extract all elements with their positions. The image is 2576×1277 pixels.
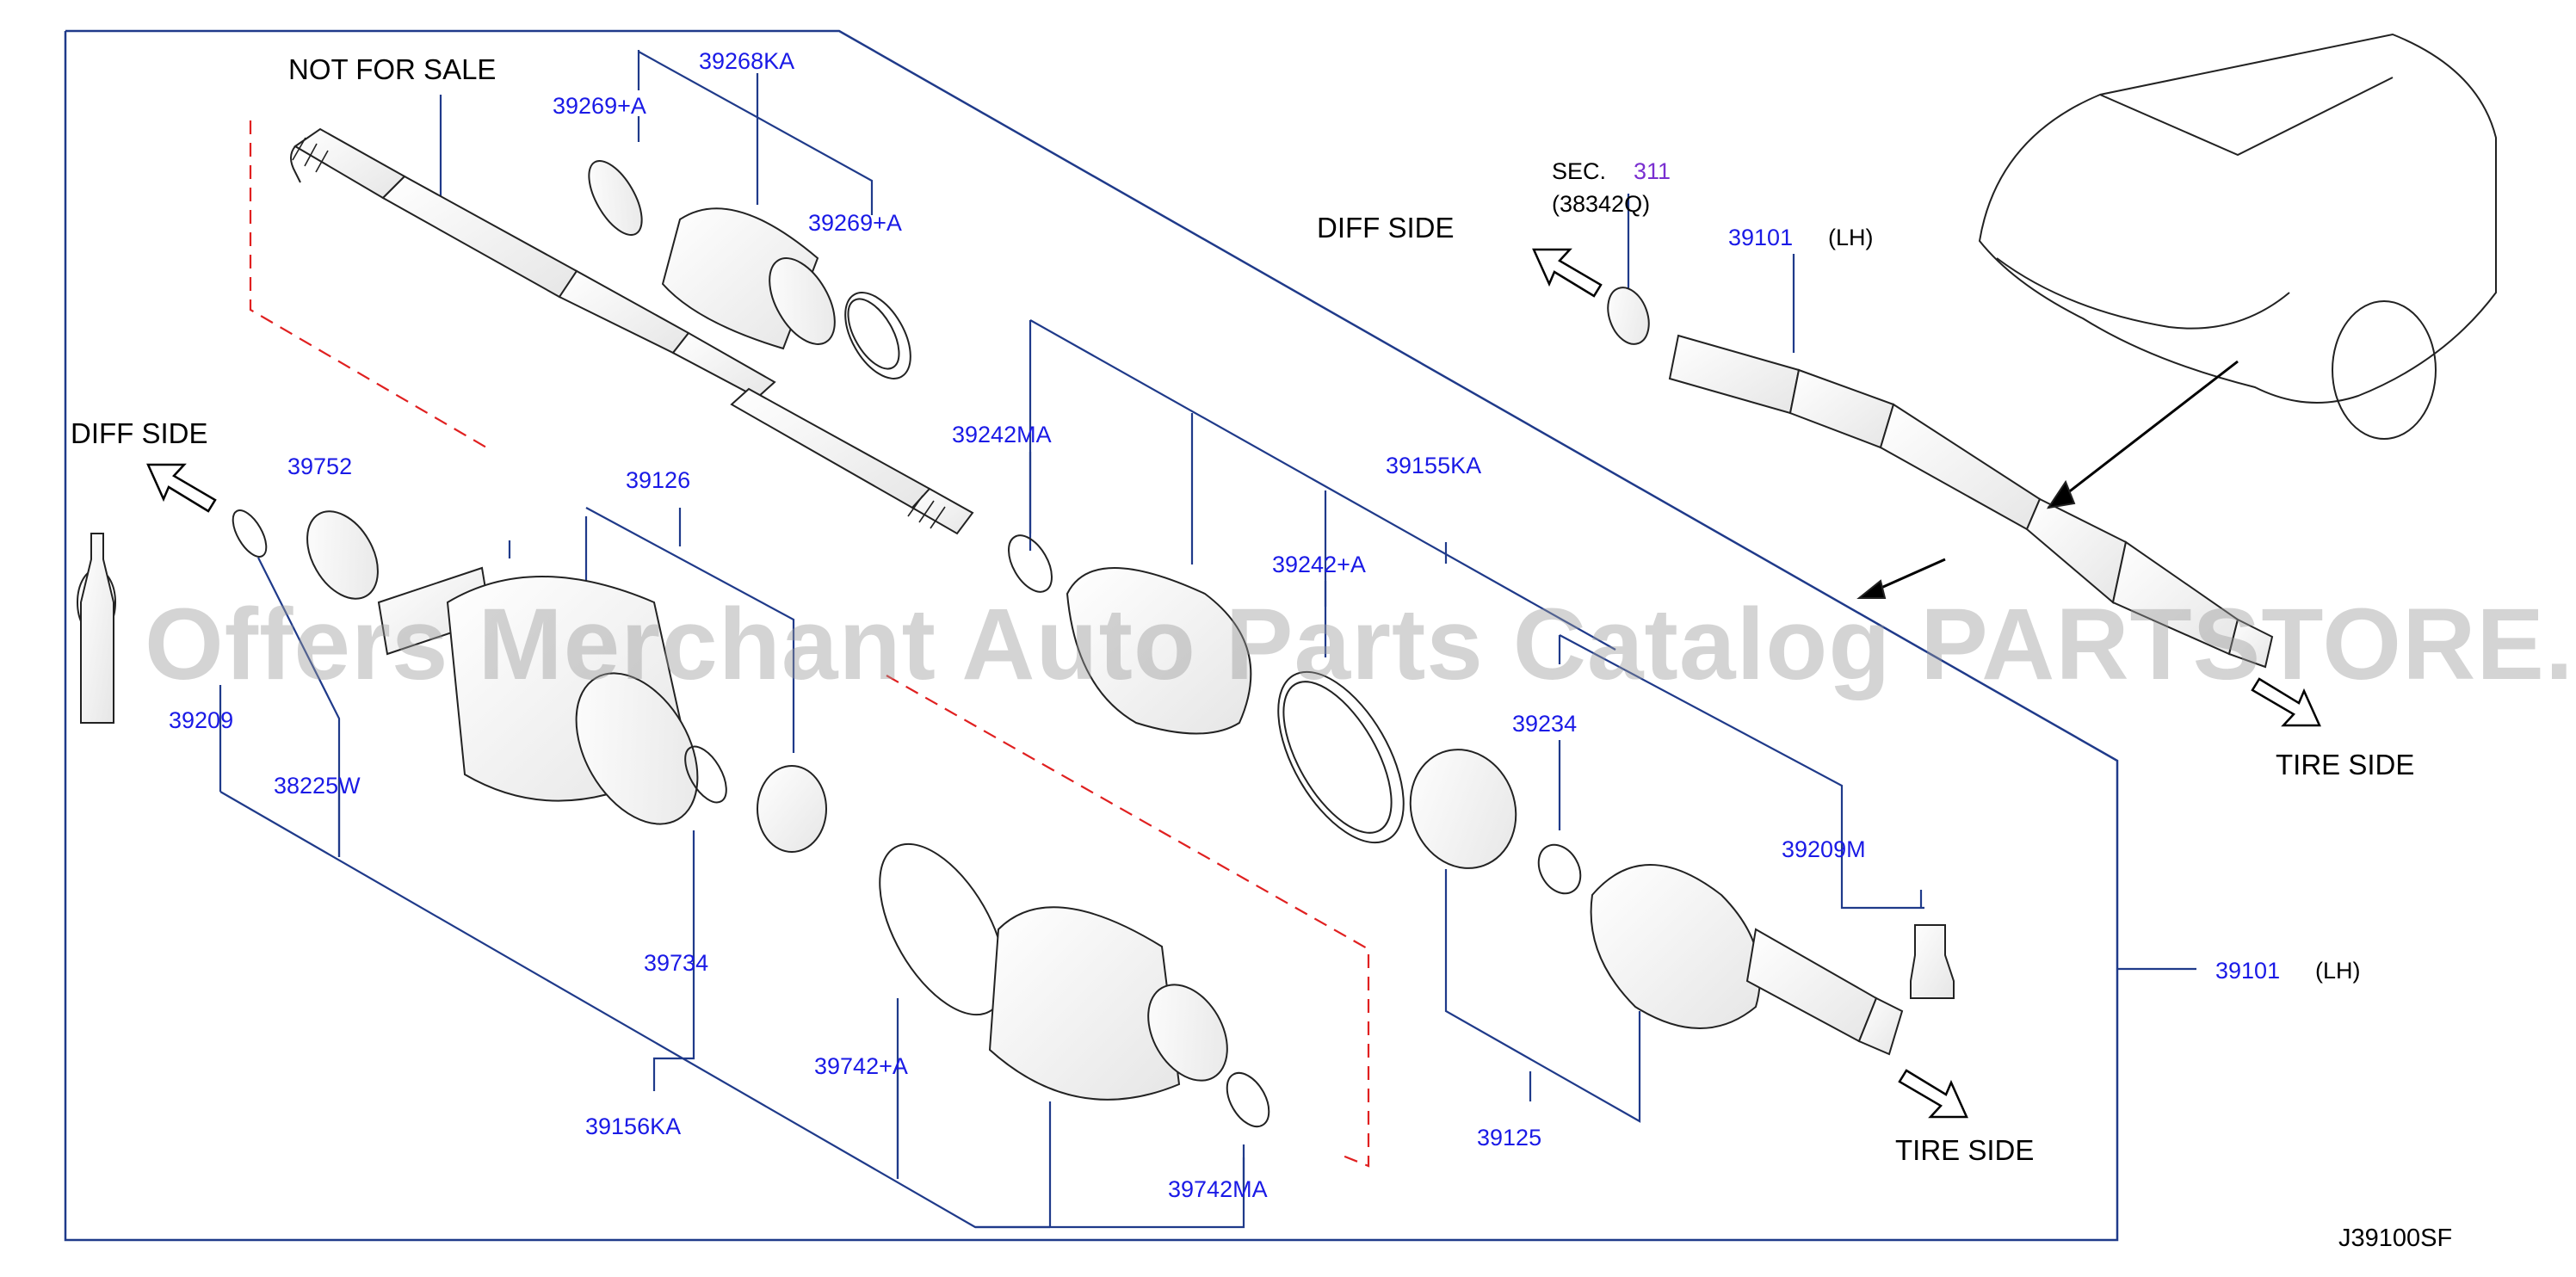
part-39242A[interactable]: 39242+A — [1272, 552, 1366, 577]
part-39742MA[interactable]: 39742MA — [1168, 1176, 1268, 1202]
diagram-code: J39100SF — [2338, 1225, 2452, 1252]
watermark-text: Offers Merchant Auto Parts Catalog PARTS… — [145, 588, 2576, 701]
part-39126[interactable]: 39126 — [626, 467, 690, 493]
lh-label-right: (LH) — [2315, 958, 2361, 984]
section-prefix: SEC. — [1552, 158, 1606, 184]
phantom-lines — [249, 120, 1370, 1168]
part-38225W[interactable]: 38225W — [274, 773, 361, 799]
part-39269A-top[interactable]: 39269+A — [553, 93, 646, 119]
section-number[interactable]: 311 — [1634, 158, 1671, 184]
heading-diff-side-left: DIFF SIDE — [71, 417, 208, 449]
boot-kit-top — [588, 160, 911, 379]
part-39209M[interactable]: 39209M — [1782, 836, 1866, 862]
intermediate-shaft — [290, 127, 974, 535]
heading-diff-side-right: DIFF SIDE — [1317, 212, 1455, 244]
section-code: (38342Q) — [1552, 191, 1650, 217]
part-39155KA[interactable]: 39155KA — [1386, 453, 1481, 478]
heading-not-for-sale: NOT FOR SALE — [288, 53, 496, 85]
assembled-axle — [1607, 287, 2274, 669]
lh-label-top: (LH) — [1828, 225, 1874, 250]
part-39752[interactable]: 39752 — [287, 453, 352, 479]
boot-kit-middle — [1008, 534, 1405, 844]
part-39268KA[interactable]: 39268KA — [699, 48, 794, 74]
part-39101-right[interactable]: 39101 — [2215, 958, 2280, 984]
part-39242MA[interactable]: 39242MA — [952, 422, 1052, 447]
leader-lines — [219, 50, 2196, 1229]
part-39209[interactable]: 39209 — [169, 707, 233, 733]
part-39234[interactable]: 39234 — [1512, 711, 1577, 737]
part-39269A-right[interactable]: 39269+A — [808, 210, 902, 236]
direction-arrows — [146, 248, 2321, 1119]
part-39742A[interactable]: 39742+A — [814, 1053, 908, 1079]
inner-joint-components — [77, 509, 1270, 1128]
outer-joint-components — [1409, 749, 1955, 1056]
part-39125[interactable]: 39125 — [1477, 1125, 1541, 1151]
assembly-frame — [64, 29, 2119, 1242]
part-39734[interactable]: 39734 — [644, 950, 708, 976]
heading-tire-side-bottom: TIRE SIDE — [1895, 1134, 2034, 1166]
part-39156KA[interactable]: 39156KA — [585, 1114, 681, 1139]
car-illustration — [1856, 33, 2497, 599]
heading-tire-side-right: TIRE SIDE — [2276, 749, 2414, 780]
part-39101-top[interactable]: 39101 — [1728, 225, 1793, 250]
